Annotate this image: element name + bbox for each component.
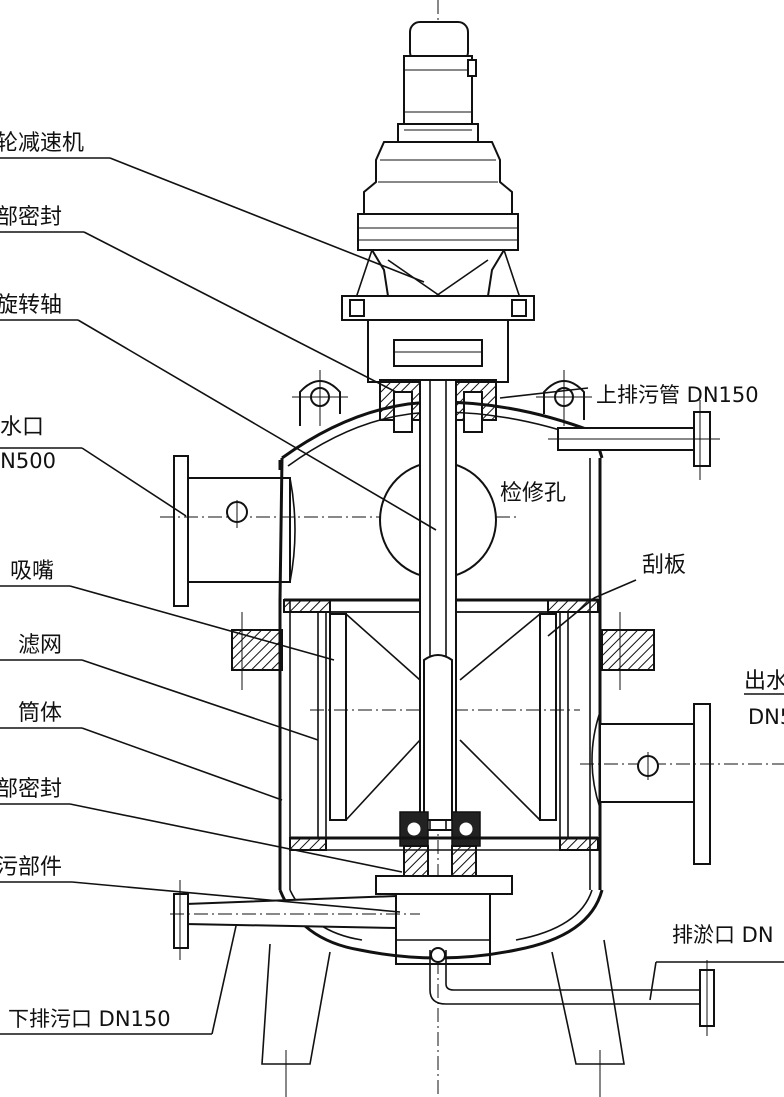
sludge-outlet-pipe [429, 947, 715, 1036]
motor [397, 21, 479, 143]
inlet-nozzle [160, 455, 520, 607]
lifting-lugs [292, 370, 592, 426]
label-upper-drain: 上排污管 DN150 [596, 383, 759, 407]
mount-bracket [341, 295, 535, 383]
lower-partition [289, 836, 599, 851]
label-drain-part: 污部件 [0, 855, 62, 880]
label-bottom-seal: 部密封 [0, 777, 62, 802]
lower-drain-pipe [170, 880, 420, 960]
legs [261, 939, 625, 1097]
central-shaft [419, 379, 457, 831]
label-rotating-shaft: 旋转轴 [0, 293, 62, 318]
screen-assembly [310, 611, 580, 839]
side-brackets [231, 612, 655, 690]
label-outlet: 出水 [744, 669, 784, 694]
upper-drain-pipe [548, 400, 720, 480]
label-screen: 滤网 [18, 633, 62, 658]
label-lower-drain: 下排污口 DN150 [8, 1007, 171, 1031]
bottom-seal [399, 811, 481, 881]
shell-walls [278, 457, 602, 890]
label-inlet-size: DN500 [0, 449, 56, 473]
label-shell: 筒体 [18, 701, 62, 726]
label-top-seal: 部密封 [0, 205, 62, 230]
gear-reducer [355, 141, 521, 299]
label-scraper: 刮板 [642, 553, 686, 578]
label-inlet: 进水口 [0, 415, 44, 440]
drain-part [329, 875, 513, 965]
label-inspection-hole: 检修孔 [500, 481, 566, 506]
label-sludge-outlet: 排淤口 DN [672, 923, 774, 947]
leader-lines [0, 157, 784, 1035]
label-gear-reducer: 轮减速机 [0, 131, 84, 156]
outlet-nozzle [580, 703, 784, 865]
labels: 轮减速机 部密封 旋转轴 进水口 DN500 检修孔 上排污管 DN150 吸嘴… [0, 131, 784, 1031]
label-outlet-size: DN5 [748, 705, 784, 729]
label-nozzle: 吸嘴 [10, 559, 54, 584]
